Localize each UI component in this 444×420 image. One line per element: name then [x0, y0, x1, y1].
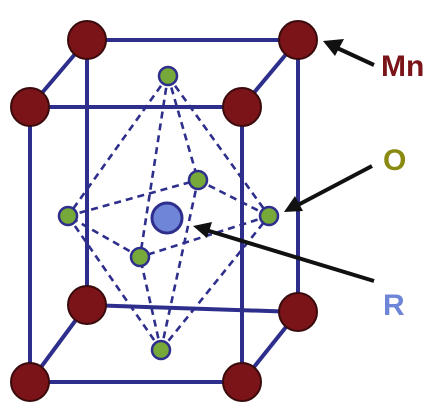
o-pointer-arrow — [295, 164, 373, 208]
octa-edge — [166, 75, 271, 217]
octa-edge — [159, 179, 200, 351]
mn-atom-back-bottom-right — [278, 292, 318, 332]
oxygen-atoms — [57, 65, 280, 361]
mn-atom-back-bottom-left — [67, 285, 107, 325]
oxygen-atom-right — [258, 205, 280, 227]
octa-edge — [138, 75, 170, 258]
r-arrowhead — [193, 222, 212, 238]
mn-pointer-arrow — [334, 45, 375, 67]
mn-arrowhead — [323, 39, 344, 56]
r-pointer-arrow — [205, 228, 375, 283]
octa-edge — [67, 178, 199, 218]
octa-edge — [166, 75, 200, 181]
oxygen-atom-front — [129, 246, 151, 268]
mn-atom-front-top-left — [10, 87, 50, 127]
octa-edge — [66, 75, 170, 217]
octahedron-edges — [66, 75, 271, 351]
r-label: R — [383, 289, 405, 322]
mn-label: Mn — [381, 50, 424, 83]
octa-edge — [139, 214, 270, 259]
mn-atom-front-top-right — [222, 87, 262, 127]
oxygen-atom-back — [187, 169, 209, 191]
mn-atom-back-top-right — [278, 20, 318, 60]
o-arrowhead — [284, 196, 303, 212]
manganese-atoms — [10, 20, 318, 402]
mn-atom-back-top-left — [67, 20, 107, 60]
octa-edge — [138, 256, 163, 351]
r-atom-center — [150, 201, 184, 235]
oxygen-atom-left — [57, 205, 79, 227]
oxygen-atom-top — [157, 65, 179, 87]
mn-atom-front-bottom-left — [10, 362, 50, 402]
back-bottom-edge — [85, 303, 300, 314]
octa-edge — [159, 215, 271, 351]
octa-edge — [197, 178, 270, 218]
octa-edge — [67, 214, 141, 259]
mn-atom-front-bottom-right — [222, 362, 262, 402]
pointer-arrows — [193, 39, 375, 283]
oxygen-atom-bottom — [150, 339, 172, 361]
octa-edge — [66, 215, 163, 351]
o-label: O — [383, 144, 406, 177]
